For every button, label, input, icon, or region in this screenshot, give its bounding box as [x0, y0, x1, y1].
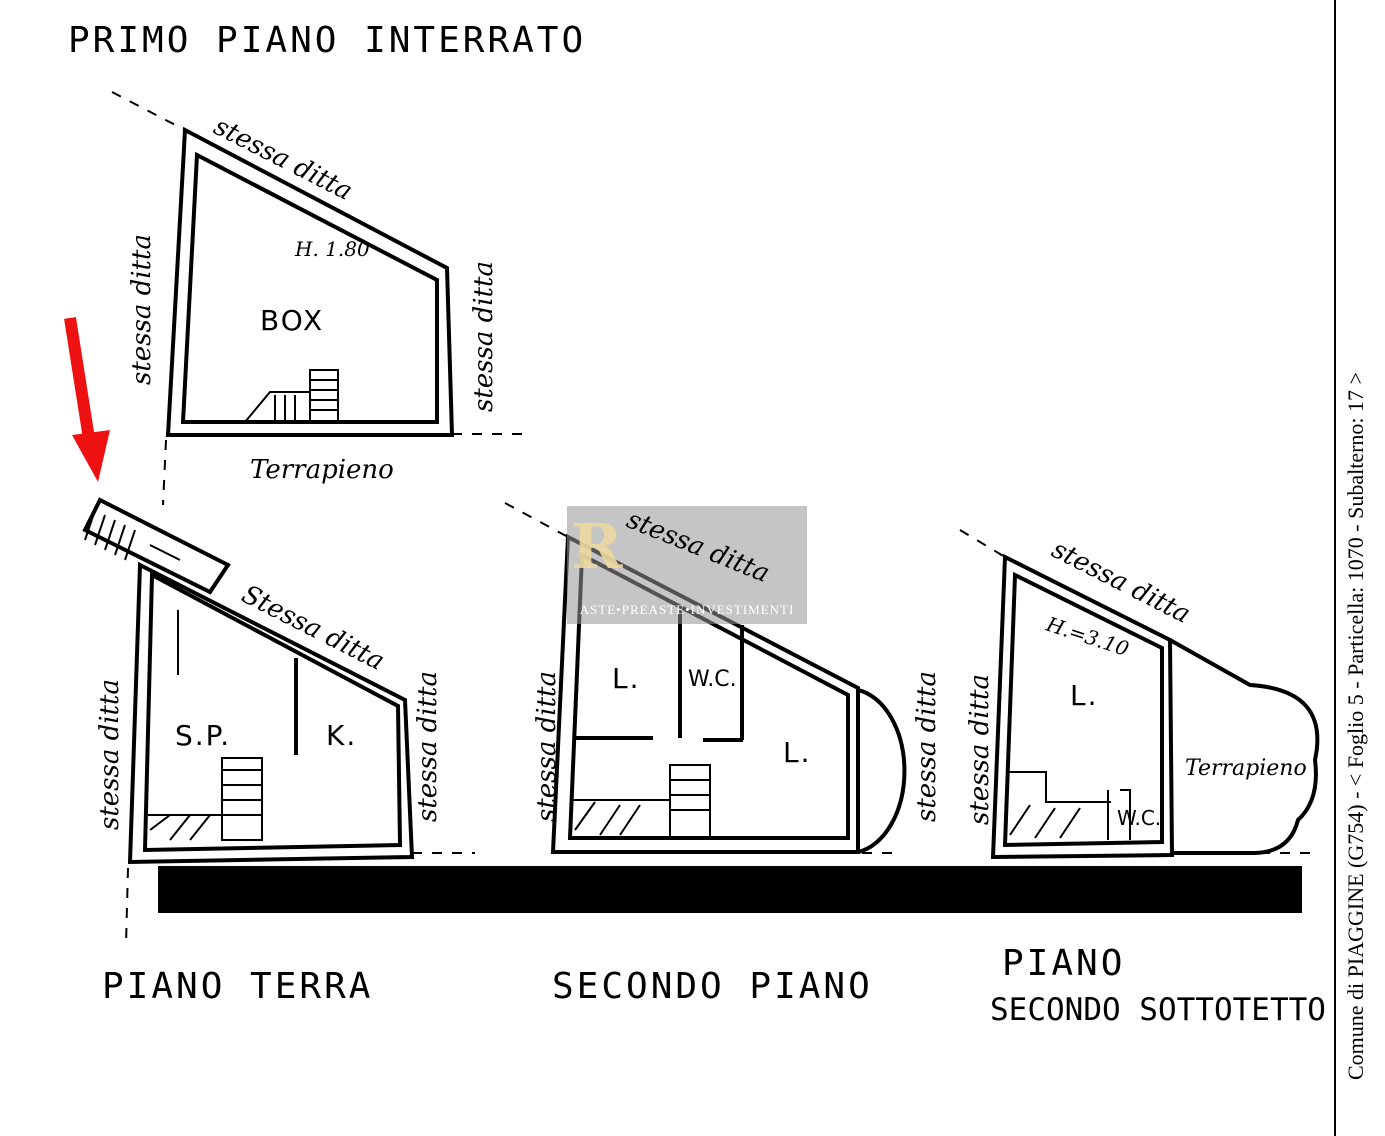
- watermark-text: ASTE•PREASTE•INVESTIMENTI: [579, 602, 795, 617]
- room-box: BOX: [260, 304, 324, 337]
- room-wc: W.C.: [688, 667, 737, 692]
- room-l: L.: [612, 662, 641, 695]
- label-same-owner: stessa ditta: [469, 261, 499, 412]
- label-same-owner: stessa ditta: [413, 671, 443, 822]
- room-wc: W.C.: [1117, 806, 1161, 830]
- label-same-owner: stessa ditta: [532, 671, 562, 822]
- red-arrow-icon: [64, 317, 110, 482]
- label-same-owner: stessa ditta: [95, 679, 125, 830]
- label-box-height: H. 1.80: [294, 237, 370, 261]
- label-embankment: Terrapieno: [1185, 756, 1307, 781]
- label-attic-height: H.=3.10: [1043, 612, 1133, 662]
- cadastral-reference: Comune di PIAGGINE (G754) - < Foglio 5 -…: [1343, 372, 1368, 1080]
- label-embankment: Terrapieno: [250, 455, 394, 485]
- title-basement: PRIMO PIANO INTERRATO: [68, 20, 586, 61]
- attic-plan: stessa ditta stessa ditta H.=3.10 L. W.C…: [959, 529, 1320, 860]
- label-same-owner: stessa ditta: [912, 671, 942, 822]
- label-same-owner: stessa ditta: [127, 234, 157, 385]
- watermark: R ASTE•PREASTE•INVESTIMENTI: [567, 506, 807, 624]
- room-l: L.: [783, 736, 812, 769]
- room-sp: S.P.: [175, 719, 231, 752]
- basement-plan: stessa ditta stessa ditta stessa ditta T…: [111, 91, 522, 506]
- room-k: K.: [326, 719, 357, 752]
- section-bar: [158, 866, 1302, 913]
- watermark-logo: R: [571, 510, 623, 583]
- label-same-owner: stessa ditta: [965, 674, 995, 825]
- second-floor-plan: stessa ditta stessa ditta L. W.C. L.: [504, 502, 942, 854]
- title-attic-line1: PIANO: [1002, 943, 1125, 984]
- room-l: L.: [1070, 679, 1099, 712]
- label-same-owner: stessa ditta: [209, 112, 357, 207]
- title-second-floor: SECONDO PIANO: [552, 966, 873, 1007]
- title-attic-line2: SECONDO SOTTOTETTO: [990, 992, 1326, 1028]
- title-ground-floor: PIANO TERRA: [102, 966, 373, 1007]
